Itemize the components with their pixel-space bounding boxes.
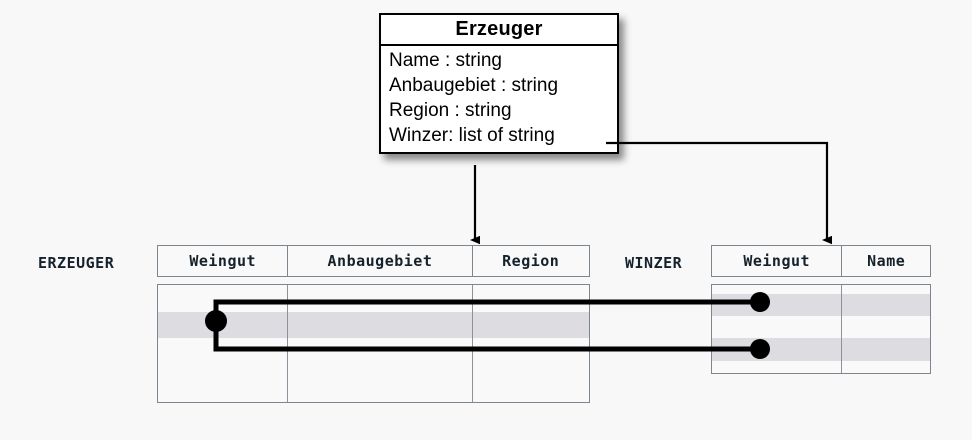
arrow-winzer-attribute-to-winzer-table xyxy=(606,141,832,245)
table-cell xyxy=(712,338,842,361)
column-header-anbaugebiet: Anbaugebiet xyxy=(288,246,473,276)
table-cell xyxy=(712,294,842,316)
table-header-erzeuger: Weingut Anbaugebiet Region xyxy=(157,245,590,277)
table-row[interactable] xyxy=(158,371,589,402)
table-cell xyxy=(842,316,930,338)
table-label-erzeuger: ERZEUGER xyxy=(38,254,115,272)
table-header-winzer: Weingut Name xyxy=(711,245,931,277)
column-header-region: Region xyxy=(502,252,560,270)
uml-attribute-list: Name : string Anbaugebiet : string Regio… xyxy=(381,46,617,152)
table-cell xyxy=(473,338,589,371)
table-cell xyxy=(158,285,288,312)
table-cell xyxy=(288,312,473,338)
uml-attribute: Anbaugebiet : string xyxy=(389,75,559,97)
table-cell xyxy=(288,285,473,312)
table-cell xyxy=(158,338,288,371)
table-row[interactable] xyxy=(712,285,930,294)
table-cell xyxy=(712,361,842,373)
table-row[interactable] xyxy=(158,312,589,338)
table-row[interactable] xyxy=(158,338,589,371)
table-body-winzer[interactable] xyxy=(711,284,931,374)
table-cell xyxy=(842,338,930,361)
uml-attribute: Region : string xyxy=(389,100,512,122)
table-cell xyxy=(473,371,589,402)
table-cell xyxy=(288,338,473,371)
uml-attribute: Winzer: list of string xyxy=(389,125,555,147)
table-cell xyxy=(473,312,589,338)
table-label-winzer: WINZER xyxy=(625,254,683,272)
column-header-weingut: Weingut xyxy=(158,246,289,276)
table-cell xyxy=(842,361,930,373)
table-row[interactable] xyxy=(712,316,930,338)
table-cell xyxy=(158,312,288,338)
table-cell xyxy=(712,285,842,294)
column-header-name: Name xyxy=(867,252,906,270)
table-cell xyxy=(842,285,930,294)
column-header-weingut: Weingut xyxy=(712,246,843,276)
table-cell xyxy=(158,371,288,402)
uml-class-erzeuger[interactable]: Erzeuger Name : string Anbaugebiet : str… xyxy=(379,13,619,155)
table-row[interactable] xyxy=(712,294,930,316)
table-cell xyxy=(288,371,473,402)
table-row[interactable] xyxy=(158,285,589,312)
uml-attribute: Name : string xyxy=(389,50,502,71)
table-row[interactable] xyxy=(712,338,930,361)
uml-class-title: Erzeuger xyxy=(381,15,617,46)
table-cell xyxy=(842,294,930,316)
table-body-erzeuger[interactable] xyxy=(157,284,590,403)
table-row[interactable] xyxy=(712,361,930,373)
table-cell xyxy=(712,316,842,338)
table-cell xyxy=(473,285,589,312)
